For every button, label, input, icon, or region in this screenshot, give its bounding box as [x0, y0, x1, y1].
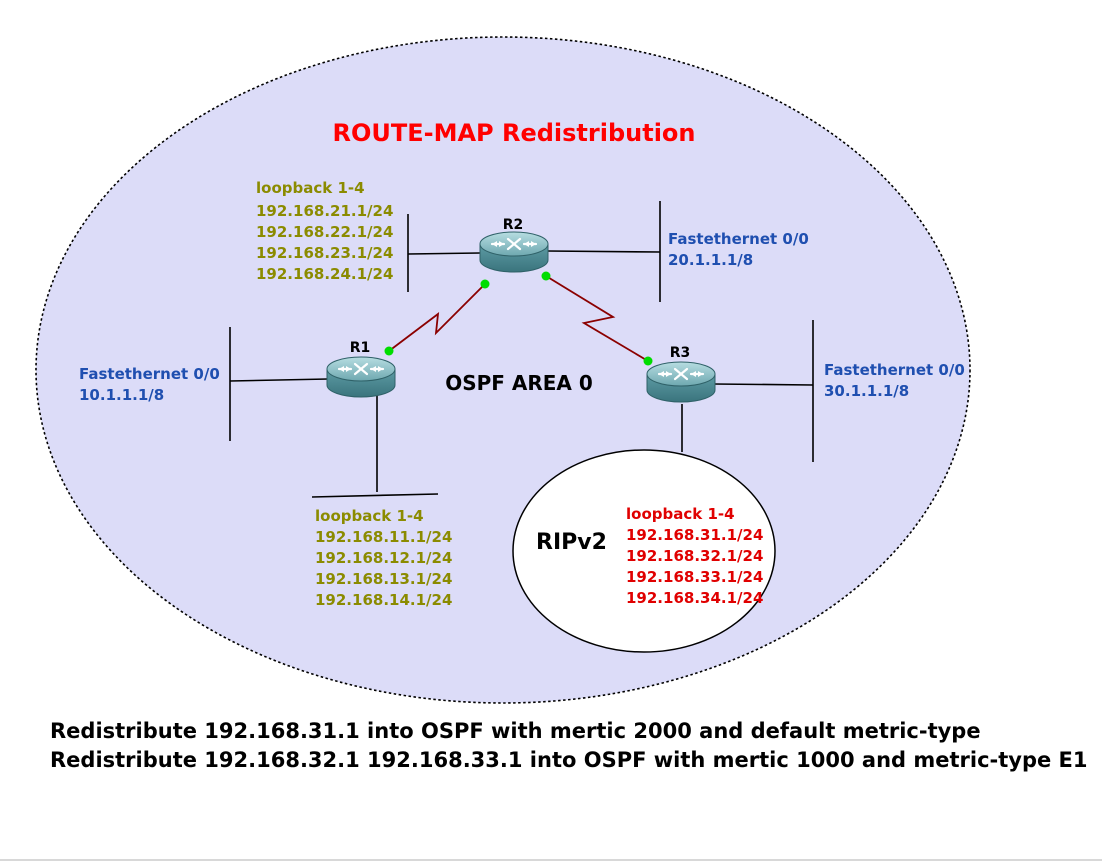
r2-loopback-address: 192.168.21.1/24	[256, 202, 393, 220]
r3-interface-name: Fastethernet 0/0	[824, 361, 965, 379]
serial-link-r1-r2	[388, 283, 486, 352]
r2-interface-name: Fastethernet 0/0	[668, 230, 809, 248]
router-r3-label: R3	[670, 345, 691, 361]
ethernet-links	[229, 201, 814, 498]
r2-loopback-address: 192.168.22.1/24	[256, 223, 393, 241]
r1-loopback-address: 192.168.14.1/24	[315, 591, 452, 609]
rip-domain-label: RIPv2	[536, 530, 607, 555]
r1-loopback-address: 192.168.11.1/24	[315, 528, 452, 546]
r1-loopback-heading: loopback 1-4	[315, 507, 424, 525]
serial-link-r2-r3	[545, 275, 649, 362]
router-r2-icon[interactable]	[478, 230, 550, 274]
r1-interface-ip: 10.1.1.1/8	[79, 386, 164, 404]
r3-loopback-address: 192.168.33.1/24	[626, 568, 763, 586]
r3-loopback-address: 192.168.32.1/24	[626, 547, 763, 565]
interface-labels: Fastethernet 0/0 10.1.1.1/8 Fastethernet…	[79, 230, 965, 404]
r2-loopback-block: loopback 1-4 192.168.21.1/24 192.168.22.…	[256, 179, 393, 283]
diagram-title: ROUTE-MAP Redistribution	[332, 119, 695, 147]
router-r2-label: R2	[503, 217, 524, 233]
r2-loopback-address: 192.168.23.1/24	[256, 244, 393, 262]
ospf-area-label: OSPF AREA 0	[445, 371, 593, 395]
r1-loopback-address: 192.168.13.1/24	[315, 570, 452, 588]
rip-domain-ellipse	[512, 449, 776, 653]
router-r1-label: R1	[350, 340, 371, 356]
r2-loopback-address: 192.168.24.1/24	[256, 265, 393, 283]
r3-loopback-block: loopback 1-4 192.168.31.1/24 192.168.32.…	[626, 505, 763, 607]
router-r3-icon[interactable]	[645, 360, 717, 404]
r3-loopback-address: 192.168.34.1/24	[626, 589, 763, 607]
r1-interface-name: Fastethernet 0/0	[79, 365, 220, 383]
port-dots	[384, 271, 653, 366]
r2-loopback-heading: loopback 1-4	[256, 179, 365, 197]
serial-links	[388, 275, 649, 362]
r1-loopback-address: 192.168.12.1/24	[315, 549, 452, 567]
r3-loopback-address: 192.168.31.1/24	[626, 526, 763, 544]
redistribution-note-2: Redistribute 192.168.32.1 192.168.33.1 i…	[50, 748, 1088, 772]
r3-loopback-heading: loopback 1-4	[626, 505, 735, 523]
redistribution-note-1: Redistribute 192.168.31.1 into OSPF with…	[50, 719, 981, 743]
router-r1-icon[interactable]	[325, 355, 397, 399]
r1-loopback-block: loopback 1-4 192.168.11.1/24 192.168.12.…	[315, 507, 452, 609]
r2-interface-ip: 20.1.1.1/8	[668, 251, 753, 269]
r3-interface-ip: 30.1.1.1/8	[824, 382, 909, 400]
